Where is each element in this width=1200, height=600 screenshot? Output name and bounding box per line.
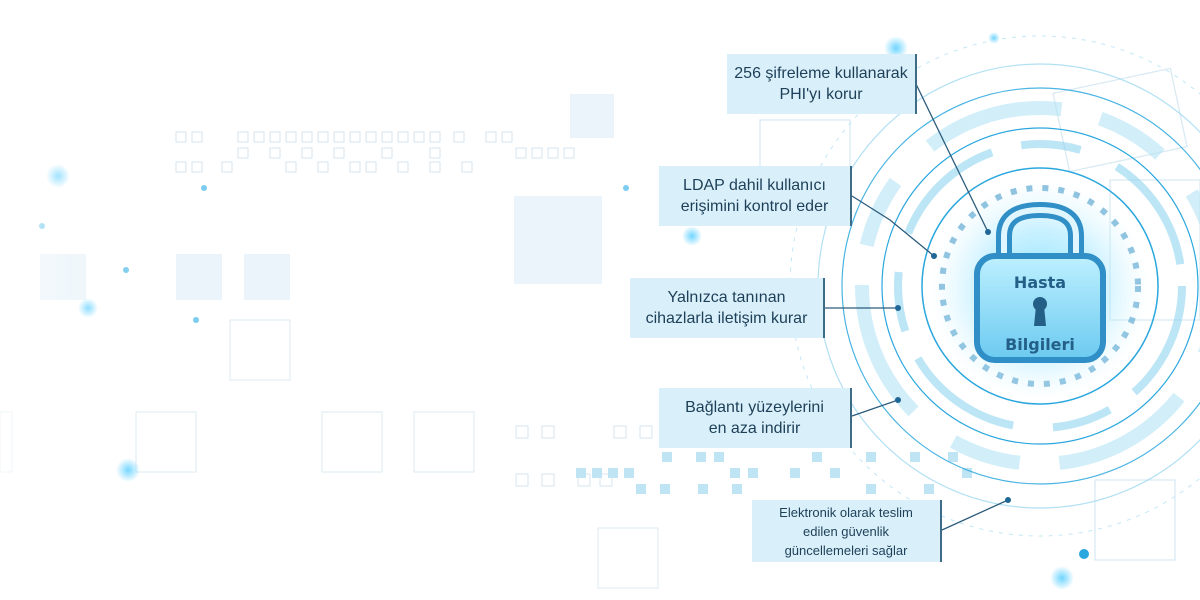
feature-text-line: 256 şifreleme kullanarak (734, 65, 908, 82)
feature-text-line: Bağlantı yüzeylerini (685, 399, 824, 416)
feature-callout-trusted-devices: Yalnızca tanınan cihazlarla iletişim kur… (630, 278, 825, 338)
feature-text-line: en aza indirir (708, 420, 801, 437)
feature-callout-attack-surface: Bağlantı yüzeylerini en aza indirir (659, 388, 852, 448)
feature-text-line: LDAP dahil kullanıcı (683, 177, 826, 194)
feature-text-line: cihazlarla iletişim kurar (645, 310, 808, 327)
feature-text-line: güncellemeleri sağlar (784, 542, 908, 558)
connector-lines (824, 83, 1009, 531)
padlock-icon (974, 201, 1106, 363)
lock-label-top: Hasta (1013, 273, 1067, 292)
connector-dots (895, 229, 1011, 503)
feature-callout-encryption: 256 şifreleme kullanarak PHI'yı korur (727, 54, 917, 114)
feature-text-line: Elektronik olarak teslim (779, 504, 913, 520)
feature-text-line: erişimini kontrol eder (680, 198, 829, 215)
feature-text-line: Yalnızca tanınan (667, 289, 786, 306)
feature-text-line: PHI'yı korur (779, 86, 863, 103)
pixel-blocks (576, 452, 972, 494)
background-squares (0, 319, 659, 589)
tiny-grid (175, 131, 653, 487)
feature-callout-access-control: LDAP dahil kullanıcı erişimini kontrol e… (659, 166, 852, 226)
lock-label-bottom: Bilgileri (1005, 335, 1075, 354)
feature-callout-security-updates: Elektronik olarak teslim edilen güvenlik… (752, 500, 942, 562)
feature-text-line: edilen güvenlik (802, 523, 889, 539)
